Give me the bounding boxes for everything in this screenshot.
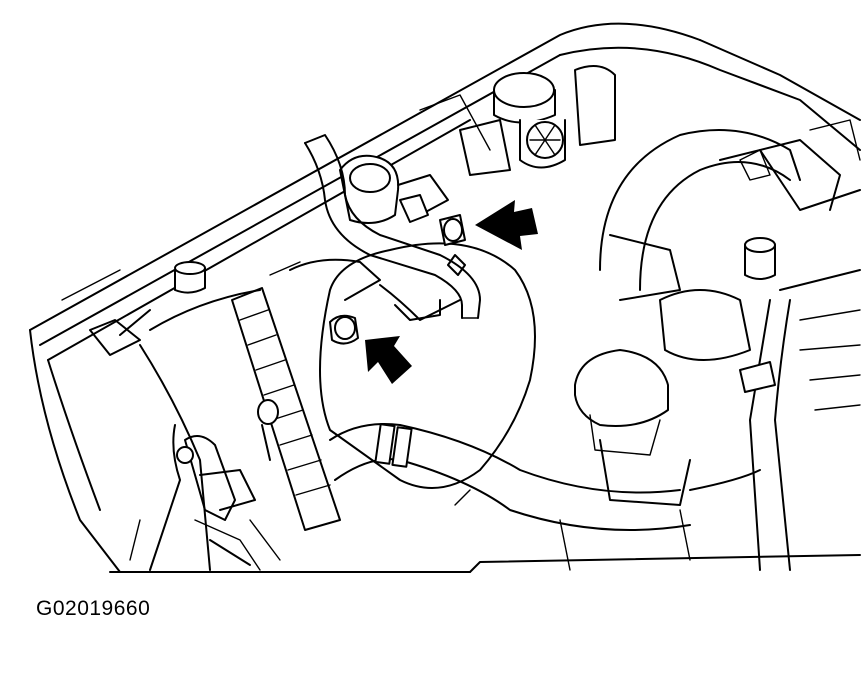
figure-id-label: G02019660: [36, 597, 151, 620]
ac-pipe: [305, 135, 480, 318]
lower-hose: [330, 424, 760, 530]
fender-lines: [30, 24, 860, 572]
radiator: [232, 288, 340, 530]
arrow-lower-bolt: [365, 336, 412, 384]
upper-bracket: [270, 156, 460, 320]
arrow-upper-bolt: [475, 200, 538, 250]
canister-body: [320, 243, 535, 505]
reservoir-cap-right: [575, 350, 690, 505]
air-intake-duct: [600, 120, 860, 570]
lower-left-components: [177, 436, 280, 570]
reservoir-cap-left: [175, 262, 205, 293]
bolt-upper: [440, 215, 465, 275]
bottom-edge: [110, 510, 860, 572]
bolt-lower: [330, 316, 358, 344]
left-panel: [90, 290, 260, 570]
top-caps: [420, 66, 615, 175]
engine-bay-illustration: [0, 0, 862, 600]
